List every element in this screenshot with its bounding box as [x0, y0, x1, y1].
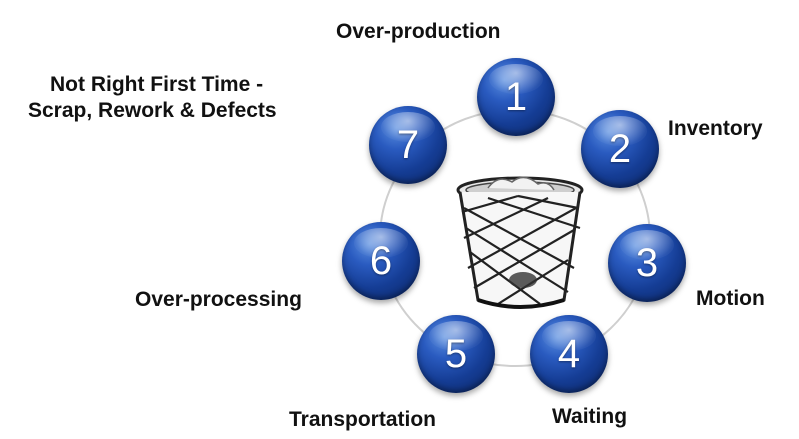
step-5-number: 5 [444, 331, 468, 376]
step-2-node: 2 [581, 110, 659, 188]
step-1-number: 1 [504, 74, 528, 119]
step-2-number: 2 [608, 126, 632, 171]
step-3-label: Motion [696, 287, 765, 310]
step-7-label-line1: Not Right First Time - [50, 73, 264, 96]
step-3-node: 3 [608, 224, 686, 302]
step-3-number: 3 [635, 240, 659, 285]
step-2-label: Inventory [668, 117, 763, 140]
step-5-node: 5 [417, 315, 495, 393]
step-6-node: 6 [342, 222, 420, 300]
step-7-label-line2: Scrap, Rework & Defects [28, 99, 277, 122]
step-6-number: 6 [369, 238, 393, 283]
step-7-label: Not Right First Time - Scrap, Rework & D… [28, 72, 277, 124]
step-5-label: Transportation [289, 408, 437, 431]
wastebasket-icon [456, 176, 584, 309]
step-1-label: Over-production [336, 20, 501, 43]
step-6-label: Over-processing [135, 288, 302, 311]
step-7-number: 7 [396, 122, 420, 167]
step-4-number: 4 [557, 331, 581, 376]
step-4-node: 4 [530, 315, 608, 393]
step-1-node: 1 [477, 58, 555, 136]
step-7-node: 7 [369, 106, 447, 184]
step-4-label: Waiting [552, 405, 628, 428]
